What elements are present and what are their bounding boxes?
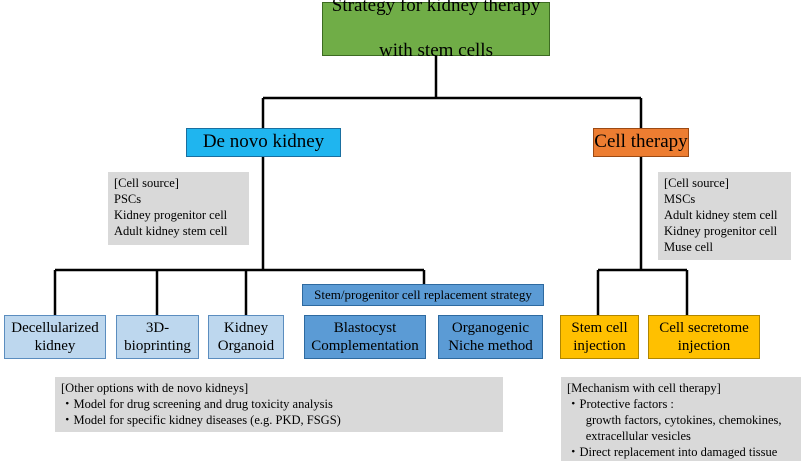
- denovo-cell-source-note: [Cell source] PSCs Kidney progenitor cel…: [108, 172, 249, 245]
- mechanism-item: ・Protective factors :: [567, 397, 674, 411]
- cell-therapy-box: Cell therapy: [593, 128, 689, 157]
- mechanism-item: extracellular vesicles: [567, 429, 691, 443]
- title-line-2: with stem cells: [379, 40, 493, 62]
- title-box: Strategy for kidney therapy with stem ce…: [322, 0, 550, 61]
- cell-source-item: Adult kidney stem cell: [664, 208, 778, 222]
- mechanism-header: [Mechanism with cell therapy]: [567, 381, 721, 395]
- title-line-1: Strategy for kidney therapy: [331, 0, 541, 16]
- organogenic-niche-box: Organogenic Niche method: [438, 315, 543, 359]
- cell-therapy-source-note: [Cell source] MSCs Adult kidney stem cel…: [658, 172, 791, 260]
- denovo-kidney-box: De novo kidney: [186, 128, 341, 157]
- cell-source-item: Muse cell: [664, 240, 713, 254]
- other-options-item: ・Model for drug screening and drug toxic…: [61, 397, 333, 411]
- decellularized-kidney-box: Decellularized kidney: [4, 315, 106, 359]
- cell-secretome-injection-box: Cell secretome injection: [648, 315, 760, 359]
- denovo-source-item: Kidney progenitor cell: [114, 208, 228, 222]
- mechanism-item: ・Direct replacement into damaged tissue: [567, 445, 778, 459]
- denovo-source-item: Adult kidney stem cell: [114, 224, 228, 238]
- kidney-organoid-box: Kidney Organoid: [208, 315, 284, 359]
- cell-source-item: Kidney progenitor cell: [664, 224, 778, 238]
- denovo-source-header: [Cell source]: [114, 176, 179, 190]
- blastocyst-complementation-box: Blastocyst Complementation: [304, 315, 426, 359]
- other-options-header: [Other options with de novo kidneys]: [61, 381, 249, 395]
- bioprinting-box: 3D- bioprinting: [116, 315, 199, 359]
- denovo-source-item: PSCs: [114, 192, 142, 206]
- mechanism-item: growth factors, cytokines, chemokines,: [567, 413, 782, 427]
- cell-source-header: [Cell source]: [664, 176, 729, 190]
- stem-cell-injection-box: Stem cell injection: [560, 315, 639, 359]
- cell-source-item: MSCs: [664, 192, 696, 206]
- stem-progenitor-strategy-box: Stem/progenitor cell replacement strateg…: [302, 284, 544, 306]
- other-options-note: [Other options with de novo kidneys] ・Mo…: [55, 377, 503, 432]
- mechanism-note: [Mechanism with cell therapy] ・Protectiv…: [561, 377, 801, 461]
- other-options-item: ・Model for specific kidney diseases (e.g…: [61, 413, 341, 427]
